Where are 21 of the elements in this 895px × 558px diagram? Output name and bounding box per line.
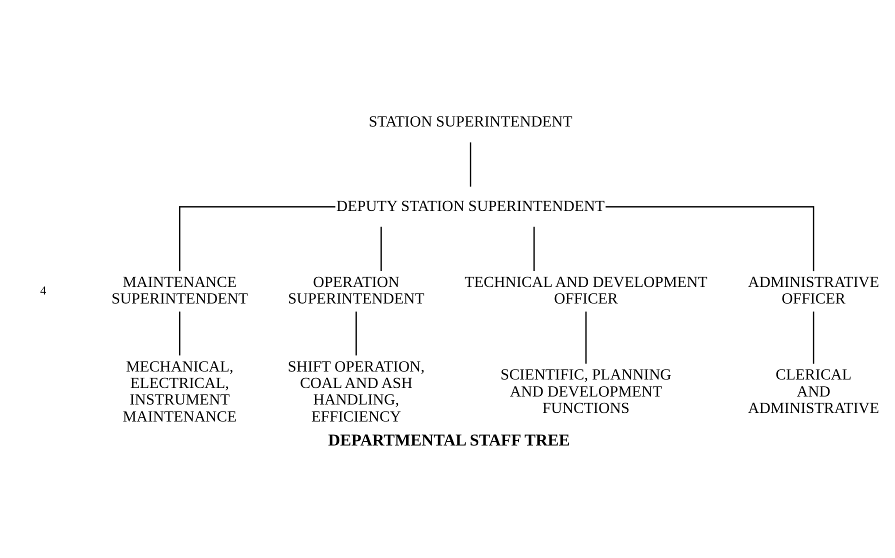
node-text: TECHNICAL AND DEVELOPMENT OFFICER [464, 273, 708, 308]
connector [179, 206, 336, 271]
label: 4 [40, 282, 46, 297]
connector [380, 226, 382, 270]
connector [812, 311, 814, 364]
connector [606, 206, 814, 271]
node-text: DEPUTY STATION SUPERINTENDENT [336, 197, 605, 214]
caption: DEPARTMENTAL STAFF TREE [328, 430, 570, 449]
node-text: SCIENTIFIC, PLANNING AND DEVELOPMENT FUNCTIONS [500, 366, 672, 416]
node-text: MAINTENANCE SUPERINTENDENT [112, 273, 248, 308]
connector [533, 226, 535, 270]
connector [470, 142, 472, 186]
connector [179, 311, 180, 355]
connector [585, 311, 587, 364]
node-text: STATION SUPERINTENDENT [368, 113, 572, 130]
node-text: SHIFT OPERATION, COAL AND ASH HANDLING, EFFICIENCY [288, 358, 425, 425]
connector [356, 311, 357, 355]
node-text: ADMINISTRATIVE OFFICER [748, 273, 880, 308]
node-text: OPERATION SUPERINTENDENT [288, 273, 424, 308]
node-text: MECHANICAL, ELECTRICAL, INSTRUMENT MAINTENANCE [122, 358, 237, 425]
node-text: CLERICAL AND ADMINISTRATIVE [748, 366, 880, 416]
